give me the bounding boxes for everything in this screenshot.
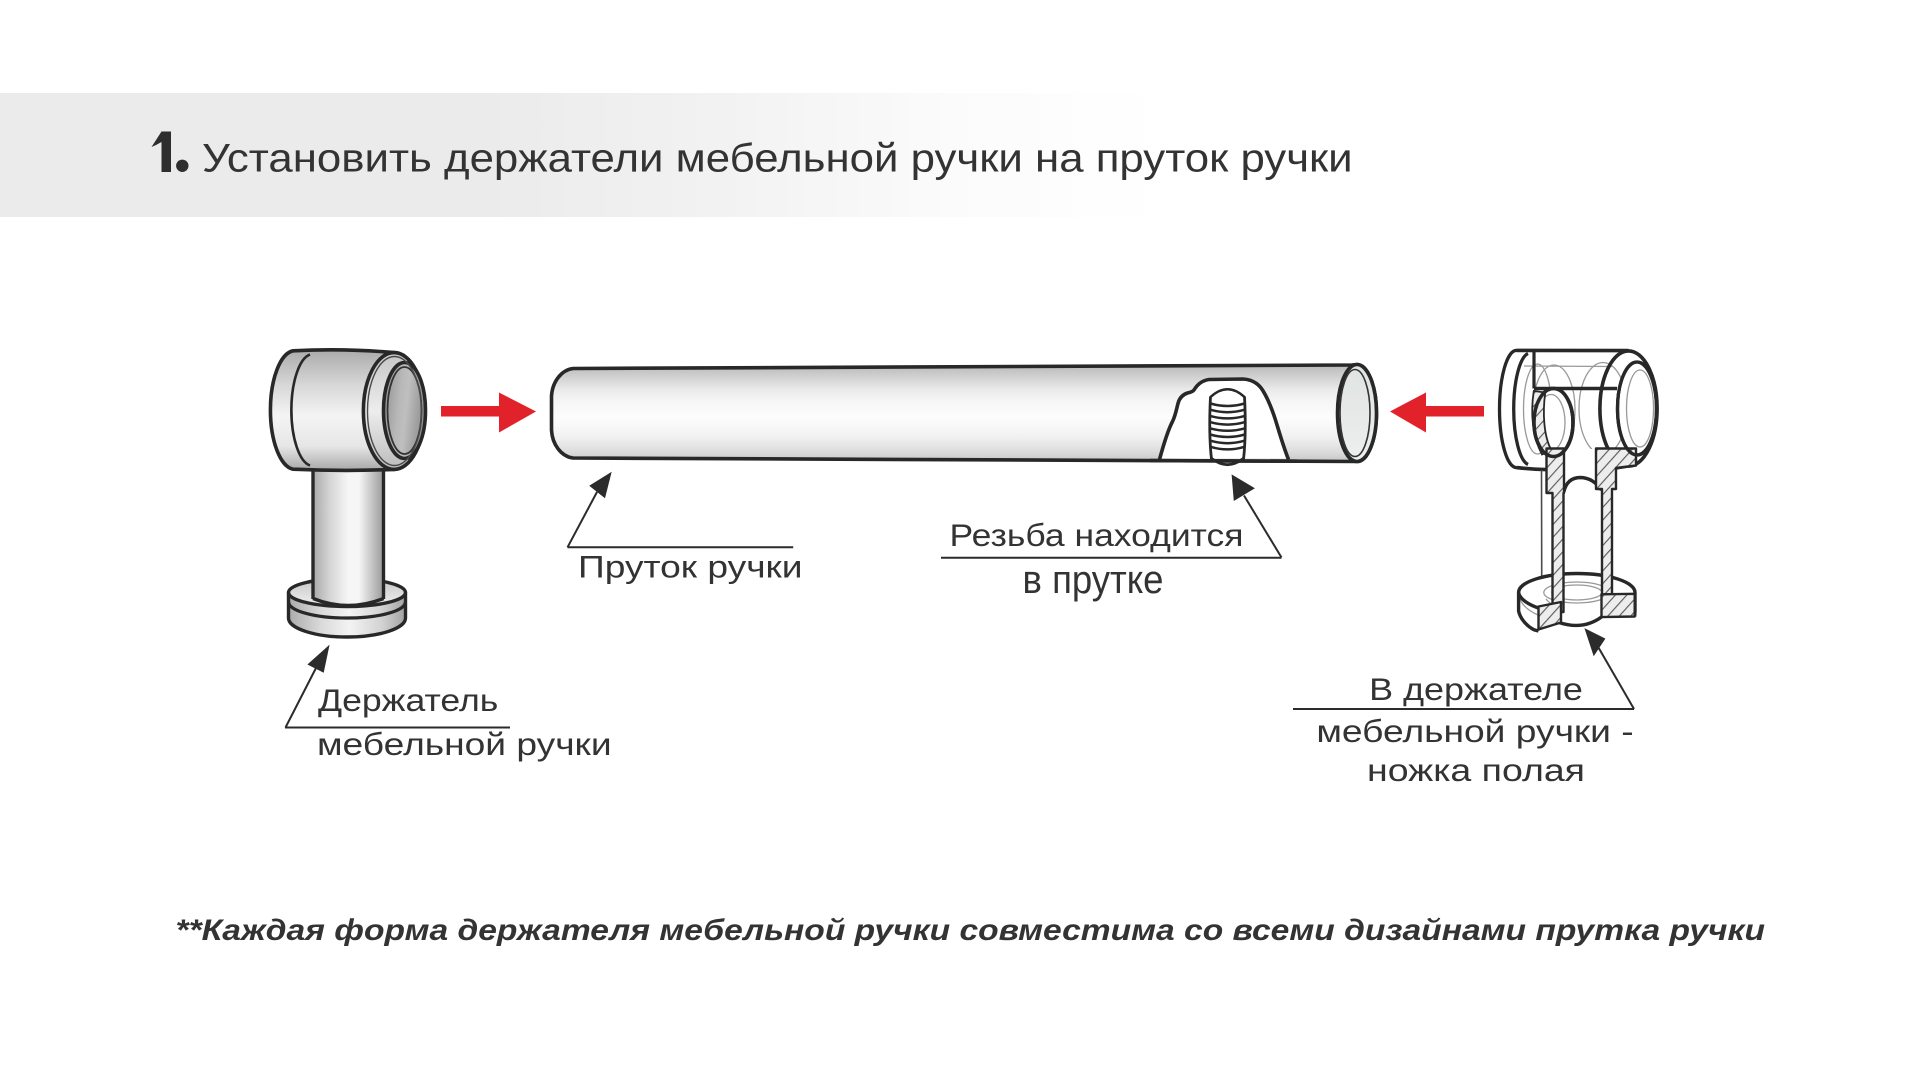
svg-text:ножка полая: ножка полая (1367, 754, 1585, 789)
svg-text:В держателе: В держателе (1369, 672, 1583, 707)
svg-text:Пруток ручки: Пруток ручки (578, 550, 803, 585)
svg-text:Резьба находится: Резьба находится (950, 519, 1244, 554)
svg-text:Держатель: Держатель (318, 684, 498, 719)
svg-text:мебельной ручки: мебельной ручки (317, 728, 612, 763)
svg-text:Установить держатели мебельной: Установить держатели мебельной ручки на … (202, 135, 1353, 180)
svg-text:в прутке: в прутке (1023, 558, 1164, 603)
svg-text:мебельной ручки -: мебельной ручки - (1316, 715, 1633, 750)
svg-text:**Каждая форма держателя мебел: **Каждая форма держателя мебельной ручки… (176, 913, 1766, 947)
